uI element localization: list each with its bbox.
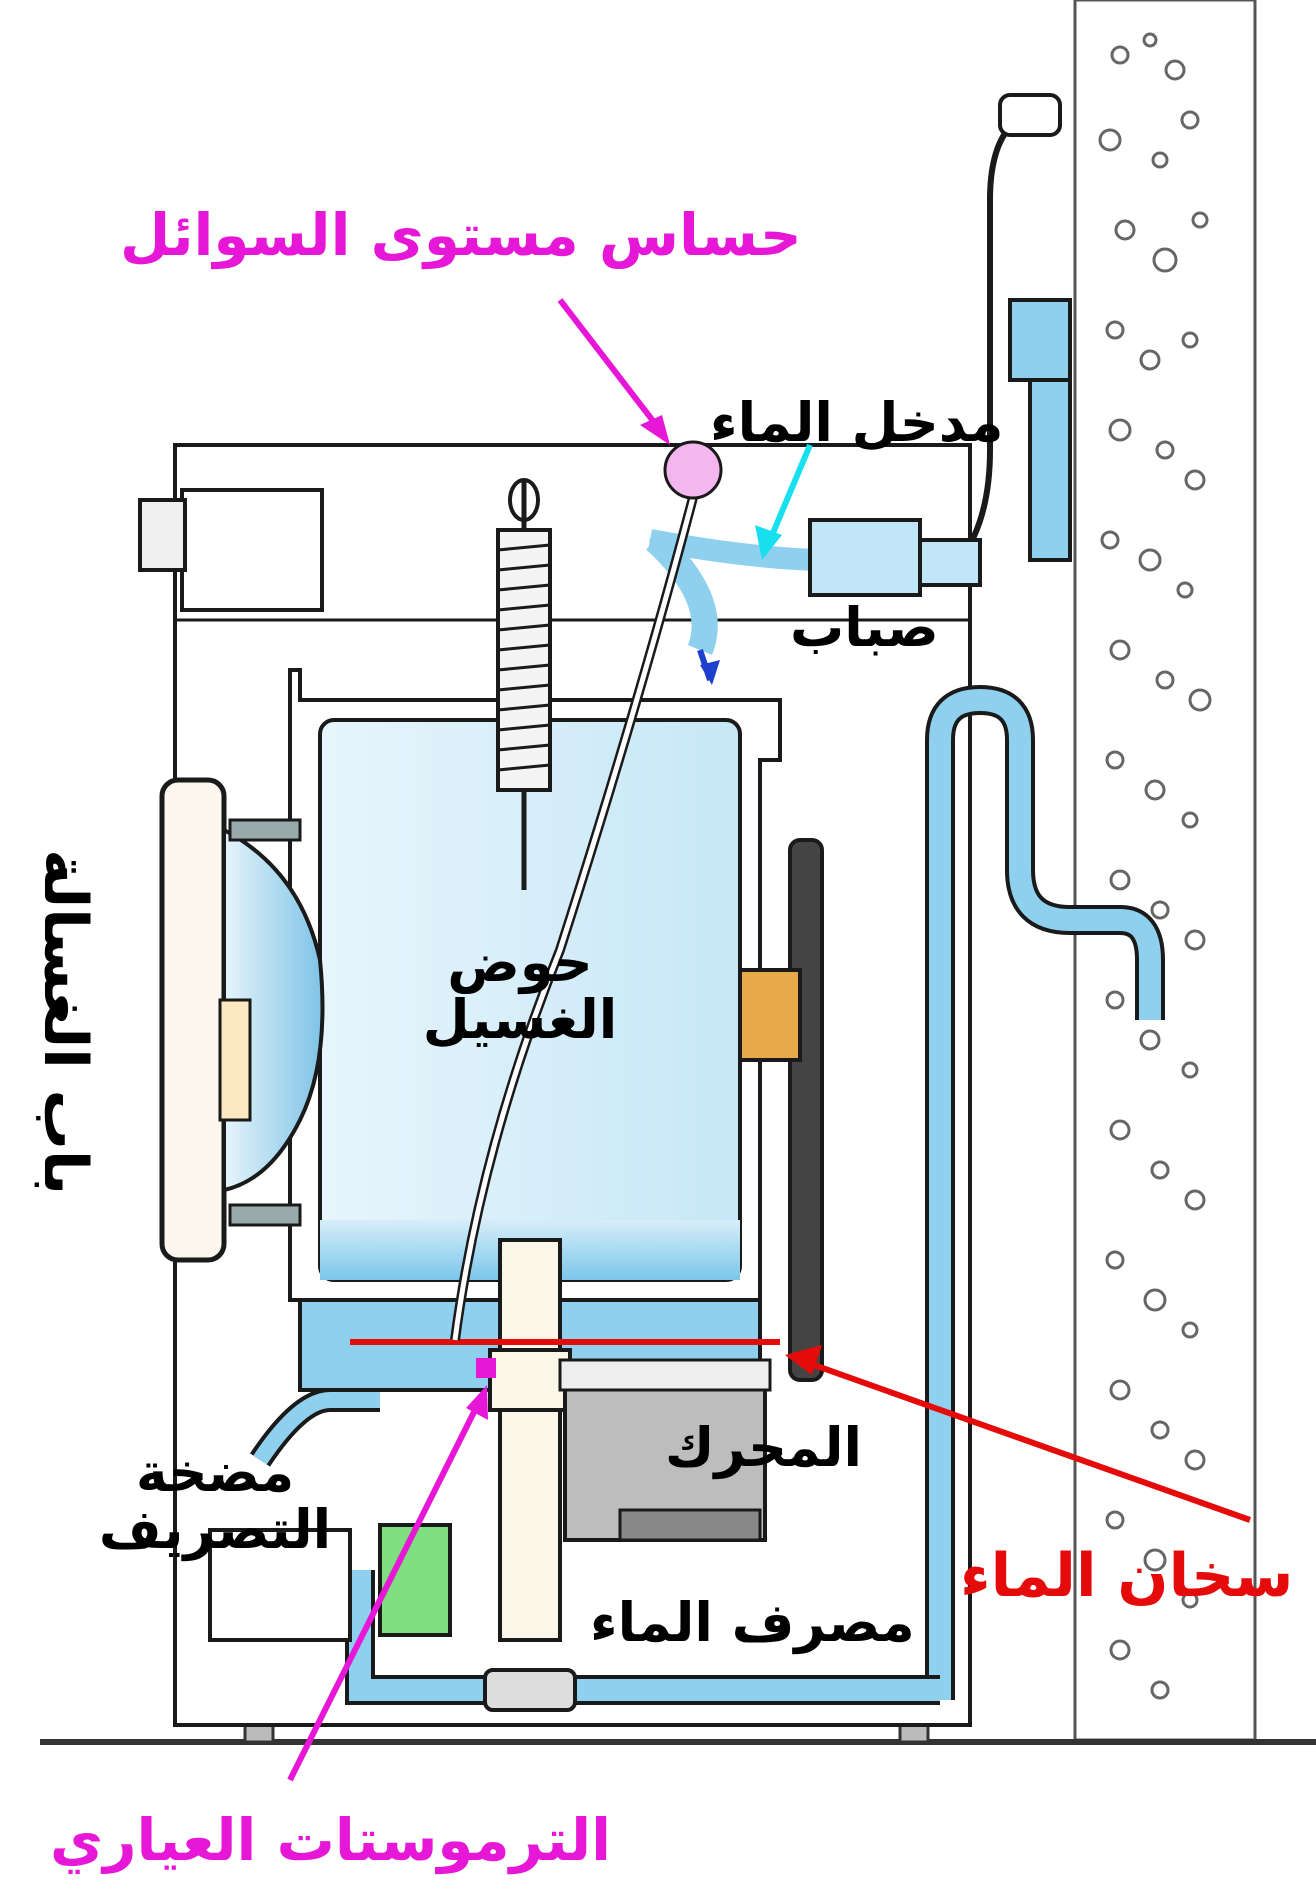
thermostat-marker <box>476 1358 496 1378</box>
spray-pipe <box>646 530 718 655</box>
inlet-valve <box>808 518 922 597</box>
level-sensor-label: حساس مستوى السوائل <box>120 201 802 269</box>
drain-pump-label-line1: مضخة <box>135 1441 295 1504</box>
drum-bearing <box>738 968 802 1062</box>
thermostats-label: الترموستات العياري <box>50 1806 612 1874</box>
water-heater-label: سخان الماء <box>960 1541 1294 1611</box>
heater-arrow <box>785 1345 1252 1523</box>
water-inlet-arrow <box>755 443 813 560</box>
drain-pump-label: مضخة التصريف <box>80 1441 350 1561</box>
water-tap <box>1008 298 1072 382</box>
drain-column <box>498 1238 562 1642</box>
water-inlet-label: مدخل الماء <box>710 391 1004 454</box>
spray-label: صباب <box>790 596 939 659</box>
wall-socket <box>998 93 1062 137</box>
water-drain-pipe <box>349 1570 940 1701</box>
drain-pump-label-line2: التصريف <box>98 1497 332 1561</box>
washing-tub-label: حوض الغسيل <box>420 931 620 1051</box>
control-knob <box>138 498 187 572</box>
control-box <box>180 488 324 612</box>
water-drain-label: مصرف الماء <box>590 1591 915 1654</box>
motor-label: المحرك <box>665 1416 862 1479</box>
washing-tub-label-line2: الغسيل <box>422 987 618 1051</box>
thermostat-arrow <box>287 1385 488 1782</box>
drive-belt <box>788 838 824 1382</box>
suspension-spring <box>496 478 552 890</box>
washer-door-label: باب الغسالة <box>30 849 100 1195</box>
drain-pump <box>208 1528 352 1642</box>
level-sensor-arrow <box>557 298 670 445</box>
washing-tub-label-line1: حوض <box>447 931 593 994</box>
door-handle <box>218 998 252 1122</box>
level-sensor-bulb <box>663 440 723 500</box>
washer-door-frame <box>159 777 227 1263</box>
drain-hose <box>929 688 1161 1700</box>
wall <box>1073 0 1257 1742</box>
